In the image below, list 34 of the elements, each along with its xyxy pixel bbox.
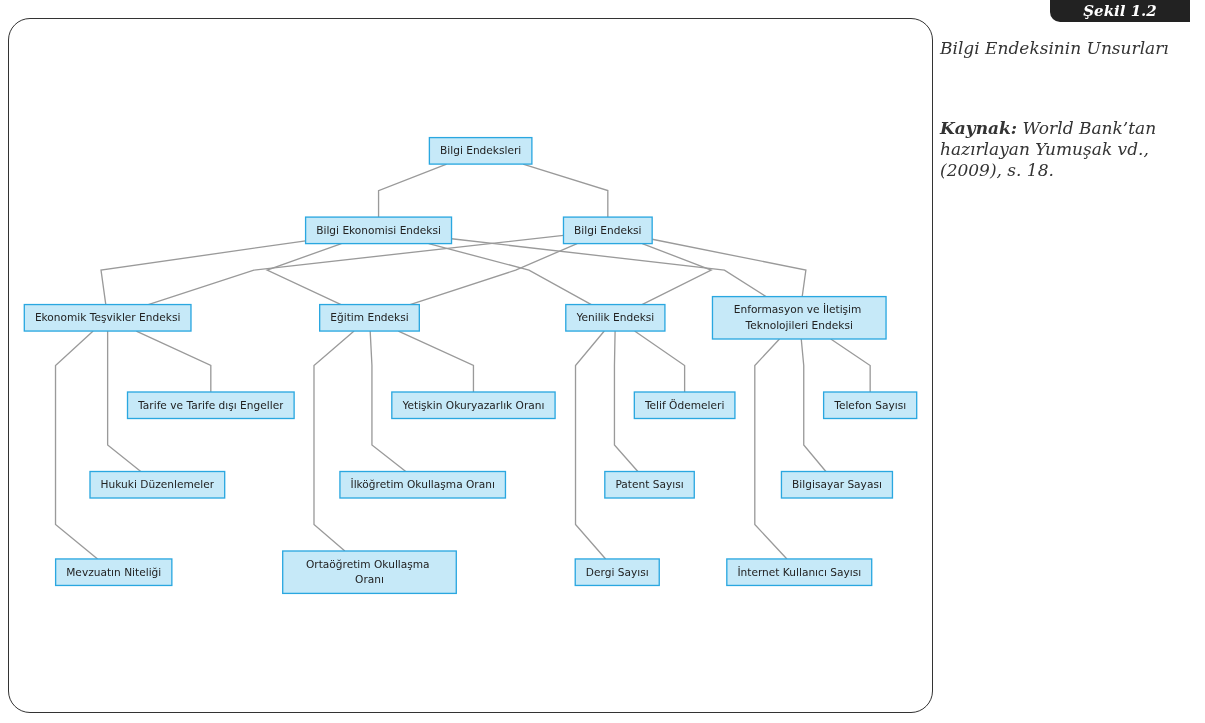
figure-number: Şekil 1.2: [1050, 0, 1190, 22]
node-box: [711, 295, 887, 340]
diagram-frame: Bilgi Endeksleri Bilgi Ekonomisi Endeksi Bilgi Endeksi Ekonomik Teşvikler Endeksi Eğitim Endeksi Yenilik Endeksi Enformasyon ve İletişim Teknolojileri Endeksi Tarife ve Tarife dışı Engeller Hukuki Düzenlemeler Mevzuatın Niteliği Yetişkin Okuryazarlık Oranı İlköğretim Okullaşma Oranı Ortaöğretim Okullaşma Oranı Telif Ödemeleri Patent Sayısı Dergi Sayısı Telefon Sayısı Bilgisayar Sayası İnternet Kullanıcı Sayısı: [8, 18, 933, 713]
node-box: [89, 470, 226, 499]
node-box: [391, 391, 556, 420]
node-box: [319, 303, 420, 332]
node-box: [604, 470, 695, 499]
node-box: [726, 558, 873, 587]
node-box: [562, 216, 653, 245]
node-box: [54, 558, 173, 587]
node-box: [304, 216, 453, 245]
node-box: [428, 136, 533, 165]
connector: [369, 330, 407, 473]
connector: [754, 338, 788, 560]
node-box: [23, 303, 192, 332]
connector: [830, 338, 871, 393]
node-box: [339, 470, 507, 499]
figure-caption: Bilgi Endeksinin Unsurları: [940, 38, 1170, 59]
node-box: [126, 391, 295, 420]
connector: [800, 338, 827, 473]
source-note: Kaynak: World Bank’tan hazırlayan Yumuşak vd., (2009), s. 18.: [940, 118, 1158, 181]
connector: [313, 330, 355, 552]
connector: [106, 330, 142, 473]
connector: [633, 330, 686, 393]
node-box: [633, 391, 736, 420]
node-box: [822, 391, 918, 420]
node-box: [574, 558, 660, 587]
connector: [641, 242, 713, 306]
connector: [613, 330, 639, 473]
node-box: [780, 470, 894, 499]
node-box: [565, 303, 666, 332]
connector: [574, 330, 607, 560]
connector: [54, 330, 99, 560]
node-box: [282, 550, 457, 595]
